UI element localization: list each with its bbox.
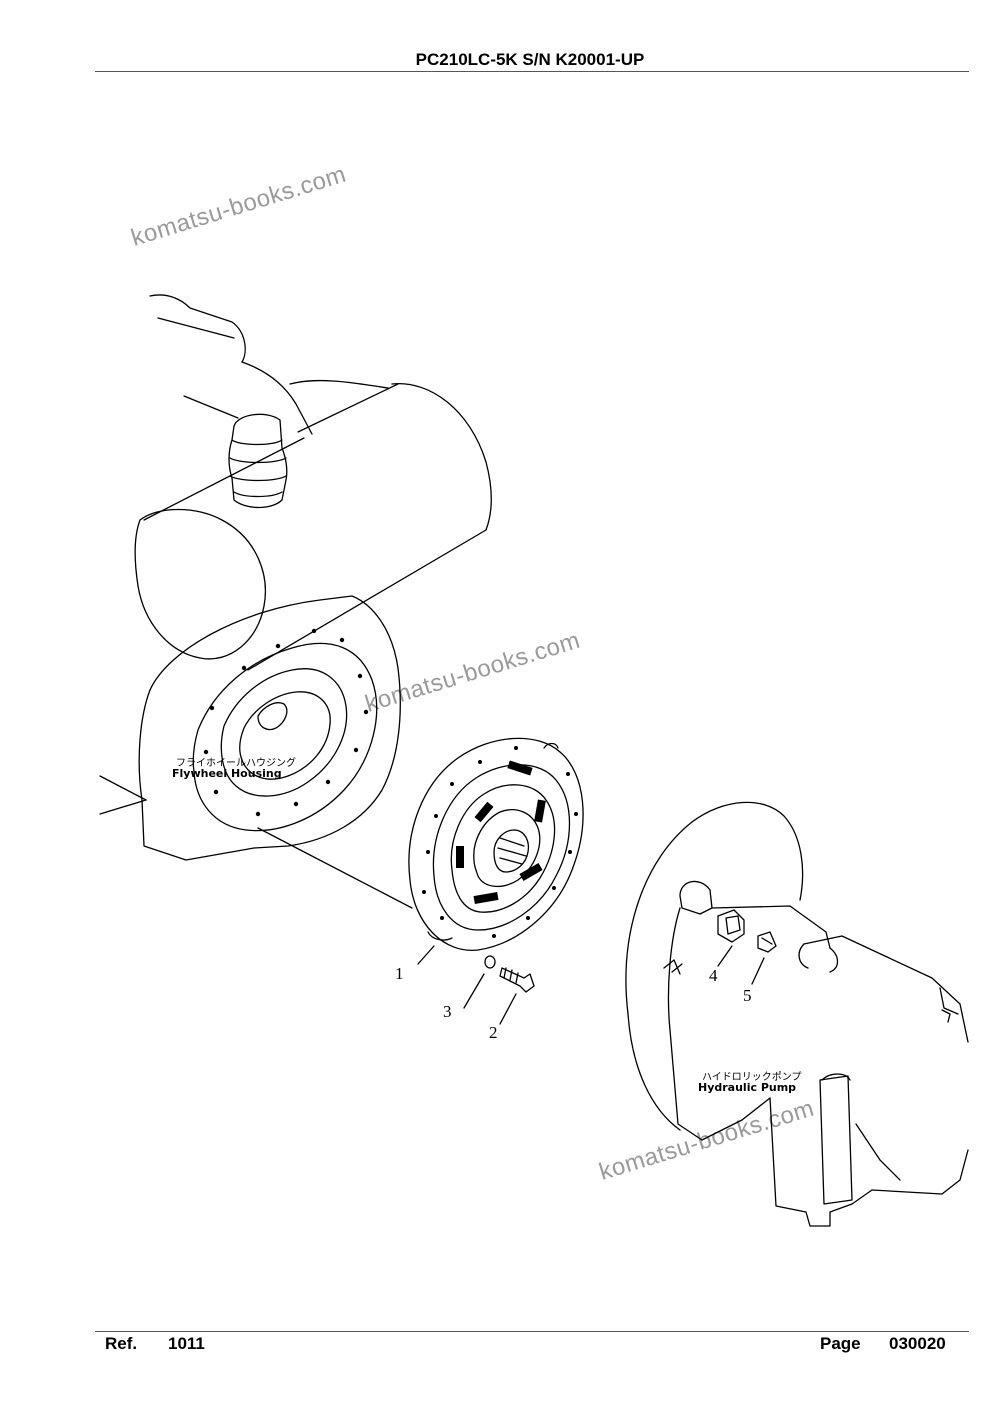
hydraulic-pump-label-en: Hydraulic Pump	[698, 1081, 797, 1094]
pump-fittings-drawing	[717, 909, 777, 953]
footer-page-value: 030020	[889, 1334, 946, 1353]
damper-disc-springs	[456, 760, 546, 905]
flywheel-housing-drawing	[99, 595, 413, 909]
hydraulic-pump-label-jp: ハイドロリックポンプ	[702, 1072, 802, 1083]
callout-leaders	[417, 945, 765, 1025]
flywheel-housing-label-en: Flywheel Housing	[172, 767, 282, 780]
callout-1: 1	[395, 964, 404, 983]
callout-4: 4	[709, 966, 718, 985]
damper-disc-drawing	[408, 737, 584, 951]
damper-disc-rivets	[422, 746, 578, 938]
page-header-title: PC210LC-5K S/N K20001-UP	[415, 50, 645, 69]
footer-ref-label: Ref.	[105, 1334, 138, 1353]
footer-page-label: Page	[820, 1334, 861, 1353]
header-rule	[95, 71, 969, 72]
callout-2: 2	[489, 1023, 498, 1042]
hydraulic-pump-drawing	[625, 801, 969, 1227]
callout-5: 5	[743, 986, 752, 1005]
flywheel-housing-label-jp: フライホイールハウジング	[176, 758, 296, 769]
flywheel-housing-bolt-holes	[203, 628, 369, 817]
bolt-washer-drawing	[484, 955, 535, 993]
callout-3: 3	[443, 1002, 452, 1021]
footer-rule	[95, 1331, 969, 1332]
engine-air-cleaner-drawing	[134, 294, 492, 671]
footer-ref-value: 1011	[168, 1334, 205, 1353]
